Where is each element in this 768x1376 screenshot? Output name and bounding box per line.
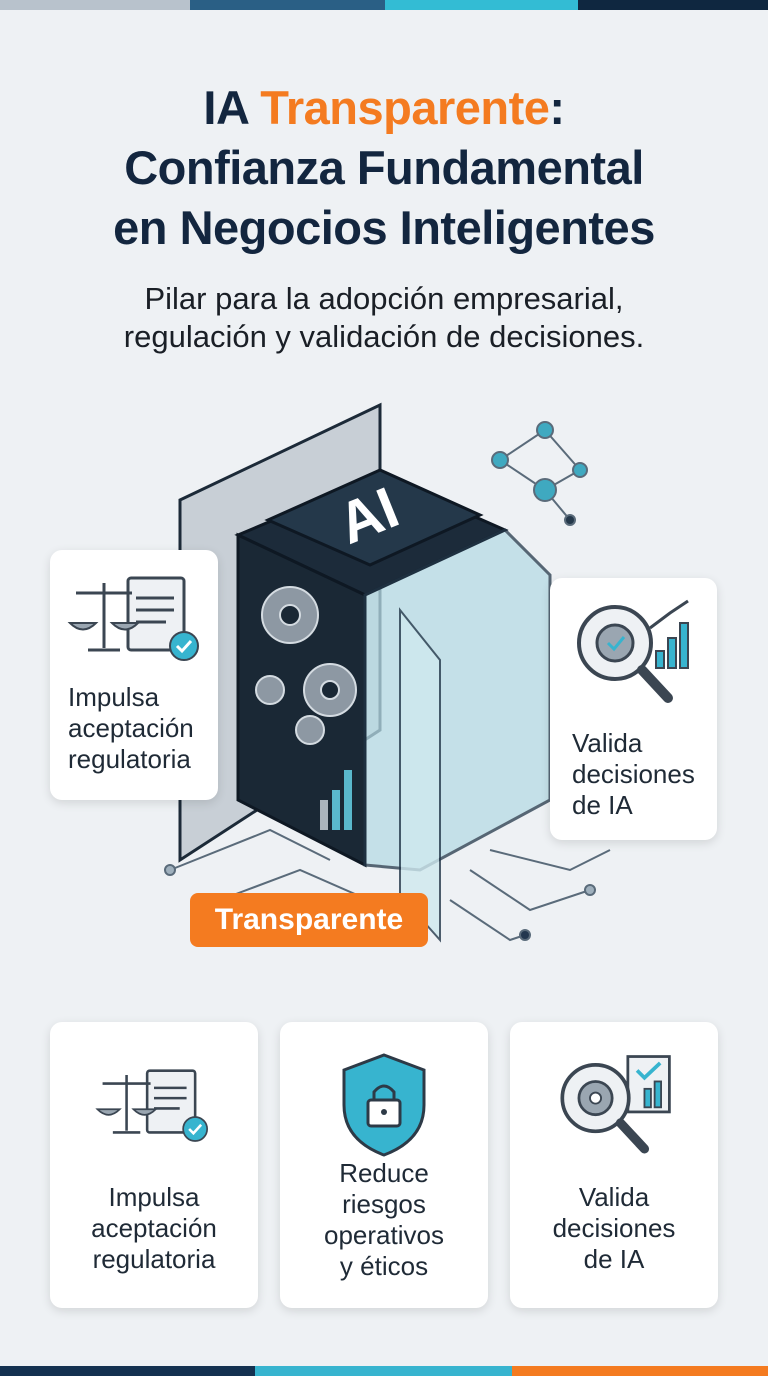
card-label-line: Valida [578,1182,650,1212]
transparente-tag: Transparente [190,893,428,947]
callout-left-line: Impulsa [68,682,160,712]
bottom-bar-navy [0,1366,255,1376]
subtitle-line-1: Pilar para la adopción empresarial, [144,281,624,316]
callout-right-line: Valida [572,728,643,758]
card-label: Impulsa aceptación regulatoria [50,1182,258,1275]
network-graph [491,421,588,526]
circuit-lines [164,828,611,942]
top-bar-navy [578,0,768,10]
callout-left-line: aceptación [68,713,194,743]
mini-bar-chart [320,770,352,830]
top-bar-teal [385,0,578,10]
callout-right: Valida decisiones de IA [550,578,717,840]
top-bar-gray [0,0,190,10]
card-regulatory: Impulsa aceptación regulatoria [50,1022,258,1308]
bottom-bar-teal [255,1366,512,1376]
title-highlight: Transparente [260,81,550,134]
card-label: Valida decisiones de IA [510,1182,718,1275]
scales-document-check-icon [67,576,199,661]
bottom-bar-orange [512,1366,768,1376]
callout-right-line: de IA [572,790,633,820]
title-colon: : [549,81,565,134]
card-label-line: Impulsa [108,1182,200,1212]
card-risks: Reduce riesgos operativos y éticos [280,1022,488,1308]
page-title: IA Transparente: Confianza Fundamental e… [0,78,768,258]
card-validate: Valida decisiones de IA [510,1022,718,1308]
callout-left-line: regulatoria [68,744,191,774]
callout-right-line: decisiones [572,759,695,789]
gear-icons [255,586,357,745]
subtitle-line-2: regulación y validación de decisiones. [123,319,645,354]
shield-lock-icon [342,1053,426,1157]
title-line-2: Confianza Fundamental [124,141,644,194]
card-label-line: de IA [583,1244,645,1274]
title-prefix: IA [203,81,261,134]
card-label-line: Reduce [339,1158,429,1188]
card-label-line: operativos [324,1220,444,1250]
magnifier-gear-chart-icon [560,1055,671,1154]
scales-document-check-icon [95,1069,208,1142]
card-label-line: aceptación [91,1213,217,1243]
subtitle: Pilar para la adopción empresarial, regu… [0,280,768,356]
top-bar-blue [190,0,385,10]
cube-right-face-glass [363,528,552,872]
card-label-line: regulatoria [92,1244,216,1274]
title-line-3: en Negocios Inteligentes [113,201,655,254]
card-label-line: riesgos [342,1189,426,1219]
ai-cube-illustration: AI [164,402,611,943]
magnifier-gear-chart-icon [577,599,689,703]
card-label: Reduce riesgos operativos y éticos [280,1158,488,1282]
glass-door [399,607,441,943]
card-label-line: decisiones [552,1213,676,1243]
cube-lid [264,468,484,567]
callout-left: Impulsa aceptación regulatoria [50,550,218,800]
card-label-line: y éticos [339,1251,429,1281]
